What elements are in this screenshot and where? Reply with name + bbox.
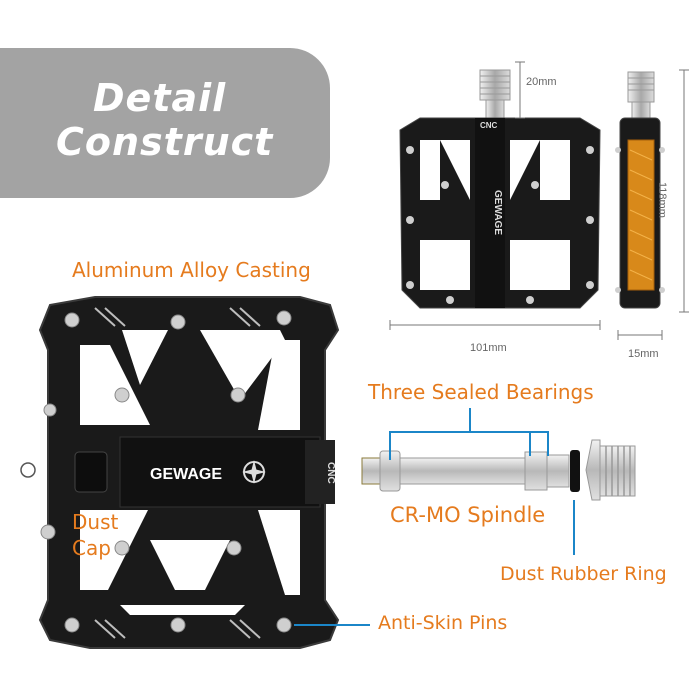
dust-cap xyxy=(74,451,108,493)
pin xyxy=(276,310,292,326)
dim-width: 101mm xyxy=(470,342,507,354)
label-aluminum-alloy: Aluminum Alloy Casting xyxy=(72,258,311,282)
pin xyxy=(43,403,57,417)
pin xyxy=(114,387,130,403)
dim-height: 118mm xyxy=(656,182,668,218)
label-cr-mo-spindle: CR-MO Spindle xyxy=(390,503,546,527)
pin xyxy=(226,540,242,556)
label-anti-skin-pins: Anti-Skin Pins xyxy=(378,612,508,634)
top-view-brand: GEWAGE xyxy=(492,190,503,235)
pin xyxy=(64,312,80,328)
spindle xyxy=(361,439,636,501)
pin xyxy=(276,617,292,633)
pin xyxy=(230,387,246,403)
brand-name: GEWAGE xyxy=(150,466,222,483)
pin xyxy=(170,314,186,330)
title-line-2: Construct xyxy=(56,120,274,164)
dim-thickness: 15mm xyxy=(628,348,659,360)
top-view-pedal xyxy=(399,69,601,309)
label-dust-cap-line1: Dust xyxy=(72,510,119,534)
dimension-lines xyxy=(389,61,689,340)
pin xyxy=(64,617,80,633)
dim-spindle-length: 20mm xyxy=(526,76,557,88)
top-view-cnc: CNC xyxy=(480,121,498,130)
dust-rubber-ring xyxy=(570,450,580,492)
pin xyxy=(170,617,186,633)
label-three-sealed-bearings: Three Sealed Bearings xyxy=(368,380,594,404)
pin xyxy=(40,524,56,540)
label-dust-rubber-ring: Dust Rubber Ring xyxy=(500,563,667,585)
label-dust-cap-line2: Cap xyxy=(72,536,111,560)
brand-logo-icon xyxy=(242,460,266,484)
title-line-1: Detail xyxy=(93,76,227,120)
callout-lines xyxy=(294,408,575,626)
side-view-pedal xyxy=(615,71,665,309)
large-pedal xyxy=(20,296,340,649)
title-banner xyxy=(0,48,330,198)
cnc-mark: CNC xyxy=(325,462,336,484)
pin xyxy=(114,540,130,556)
